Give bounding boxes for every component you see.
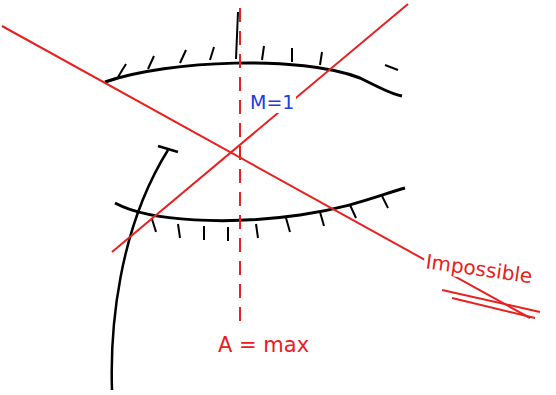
characteristic-line (112, 4, 408, 252)
impossible-label: Impossible (422, 250, 535, 287)
flow-curve (112, 150, 168, 390)
throat-line (239, 8, 241, 322)
wall-hatching (118, 12, 398, 77)
wall-hatching (152, 196, 388, 241)
flow-tick (158, 146, 178, 152)
area-label: A = max (216, 334, 311, 357)
underline (452, 298, 535, 318)
underline (442, 290, 540, 312)
mach-label: M=1 (248, 92, 296, 113)
lower-wall (115, 188, 405, 221)
